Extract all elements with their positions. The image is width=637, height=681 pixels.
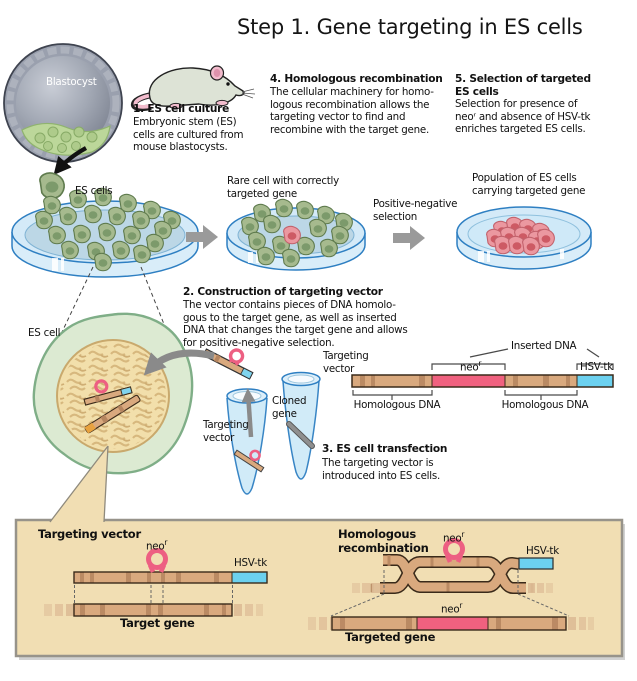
inserted-dna-label: Inserted DNA (511, 340, 577, 352)
alignment-dashes-right (330, 570, 570, 617)
step2-heading: 2. Construction of targeting vector (183, 286, 383, 298)
hsvtk-label-map: HSV-tk (580, 361, 613, 373)
panel-crossover (352, 538, 554, 594)
es-cells-blob (39, 172, 65, 200)
panel-targeted-gene-label: Targeted gene (345, 630, 436, 644)
hsvtk-segment-icon (518, 557, 554, 570)
panel-targeting-vector-bar (73, 548, 268, 584)
chromosome-icon (84, 394, 141, 434)
panel-target-gene-label: Target gene (120, 616, 195, 630)
step3-heading: 3. ES cell transfection (322, 443, 448, 455)
neo-loop-icon (146, 548, 168, 570)
rare-cell-label: Rare cell with correctly targeted gene (227, 175, 339, 200)
neo-r-label-map: neor (460, 359, 482, 374)
step2-body: The vector contains pieces of DNA homolo… (183, 299, 408, 349)
step1-heading: 1. ES cell culture (133, 103, 230, 115)
step3-body: The targeting vector is introduced into … (322, 457, 441, 482)
blastocyst-illustration (3, 43, 123, 163)
homologous-dna-label-right: Homologous DNA (501, 399, 589, 411)
arrow-blastocyst-to-escells-icon (53, 146, 88, 176)
tube-targeting-vector-label: Targeting vector (203, 419, 249, 444)
neo-r-label-crossover: neor (443, 530, 465, 545)
panel-targeting-vector-label: Targeting vector (38, 527, 141, 541)
vector-in-nucleus-icon (83, 379, 133, 406)
step4-body: The cellular machinery for homo- logous … (270, 86, 434, 136)
panel-homologous-recombination-label: Homologous recombination (338, 527, 429, 556)
step5-body: Selection for presence of neoʳ and absen… (455, 98, 591, 136)
homologous-dna-label-left: Homologous DNA (353, 399, 441, 411)
targeting-vector-map-label: Targeting vector (323, 350, 369, 375)
neo-loop-icon (443, 538, 465, 560)
hsvtk-label-crossover: HSV-tk (526, 545, 559, 557)
bracket-icons (352, 348, 614, 400)
neo-r-label-targeted-gene: neor (441, 601, 463, 616)
mouse-illustration (130, 65, 256, 112)
tube-cloned-gene-label: Cloned gene (272, 395, 307, 420)
pos-neg-selection-label: Positive-negative selection (373, 198, 458, 223)
petri-dish-3 (456, 206, 592, 270)
vector-map-bar (351, 348, 614, 400)
es-cells-label: ES cells (75, 185, 113, 197)
page-title: Step 1. Gene targeting in ES cells (237, 15, 583, 39)
panel-targeted-gene-bar (308, 616, 594, 631)
petri-dish-1 (11, 187, 199, 278)
population-label: Population of ES cells carrying targeted… (472, 172, 586, 197)
step1-body: Embryonic stem (ES) cells are cultured f… (133, 116, 244, 154)
arrow-tube-to-vector-icon (241, 388, 256, 438)
step4-heading: 4. Homologous recombination (270, 73, 443, 85)
neo-r-label-panel-left: neor (146, 538, 168, 553)
vector-in-tube-icon (233, 449, 265, 473)
flow-arrow-1-icon (186, 225, 218, 249)
es-cell-label: ES cell (28, 327, 61, 339)
flow-arrow-2-icon (393, 226, 425, 250)
panel-target-gene-bar (44, 603, 263, 617)
tube-cloned-gene (281, 371, 321, 480)
gray-arrow-into-cell-icon (143, 349, 215, 376)
hsvtk-label-panel-left: HSV-tk (234, 557, 267, 569)
petri-dish-2 (226, 198, 366, 271)
blastocyst-label: Blastocyst (46, 76, 97, 88)
step5-heading: 5. Selection of targeted ES cells (455, 73, 591, 98)
